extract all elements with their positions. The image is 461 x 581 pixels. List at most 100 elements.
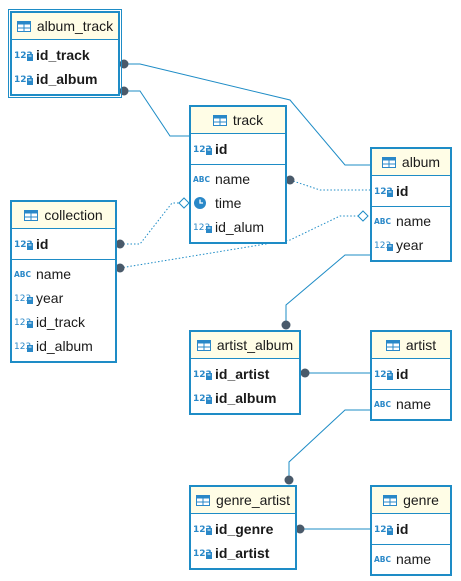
connector-end-dot: [300, 368, 310, 378]
number-type-icon: 123: [193, 367, 213, 381]
number-type-icon: 123: [193, 142, 213, 156]
svg-text:123: 123: [14, 342, 31, 352]
table-header[interactable]: collection: [12, 202, 115, 229]
column-row[interactable]: ABC name: [372, 209, 450, 233]
link-collection-track[interactable]: [115, 197, 190, 249]
link-genre_artist-artist[interactable]: [284, 409, 371, 485]
table-header[interactable]: album: [372, 149, 450, 176]
table-header[interactable]: track: [191, 107, 285, 134]
connector-line: [119, 215, 358, 269]
connector-diamond: [357, 210, 369, 222]
svg-text:ABC: ABC: [374, 400, 392, 409]
link-collection-album[interactable]: [115, 210, 369, 273]
number-type-icon: 123: [14, 237, 34, 251]
column-row[interactable]: ABC name: [372, 392, 450, 416]
column-name: id_album: [215, 390, 277, 406]
table-icon: [24, 209, 39, 221]
svg-text:123: 123: [374, 187, 393, 197]
table-header[interactable]: album_track: [12, 13, 118, 40]
svg-text:ABC: ABC: [193, 175, 211, 184]
connector-line: [289, 179, 370, 191]
table-header[interactable]: artist_album: [191, 332, 299, 359]
table-header[interactable]: artist: [372, 332, 450, 359]
table-icon: [385, 339, 400, 351]
connector-line: [120, 202, 184, 245]
connector-end-dot: [119, 59, 129, 69]
link-genre_artist-genre[interactable]: [295, 524, 371, 534]
number-type-icon: 123: [14, 291, 34, 305]
number-type-icon: 123: [374, 184, 394, 198]
svg-text:123: 123: [14, 75, 33, 85]
table-title: genre_artist: [216, 492, 290, 508]
connector-end-dot: [119, 86, 129, 96]
svg-text:123: 123: [14, 240, 33, 250]
table-icon: [212, 114, 227, 126]
column-name: id: [215, 141, 228, 157]
column-name: id_artist: [215, 545, 270, 561]
number-type-icon: 123: [14, 339, 34, 353]
column-name: id_artist: [215, 366, 270, 382]
table-title: album_track: [36, 18, 114, 34]
svg-text:ABC: ABC: [374, 217, 392, 226]
table-header[interactable]: genre_artist: [191, 487, 295, 514]
column-name: id_genre: [215, 521, 274, 537]
link-artist_album-artist[interactable]: [300, 368, 371, 378]
number-type-icon: 123: [193, 220, 213, 234]
number-type-icon: 123: [374, 238, 394, 252]
column-name: id_album: [36, 71, 98, 87]
column-name: name: [396, 213, 432, 229]
connector-end-dot: [285, 175, 295, 185]
svg-text:123: 123: [193, 394, 212, 404]
link-artist_album-album[interactable]: [281, 254, 371, 330]
table-title: artist_album: [216, 337, 294, 353]
column-name: name: [36, 266, 72, 282]
number-type-icon: 123: [193, 546, 213, 560]
column-name: id: [396, 521, 409, 537]
link-track-album[interactable]: [285, 175, 371, 191]
connector-line: [124, 90, 189, 137]
text-type-icon: ABC: [374, 214, 394, 228]
table-title: album: [401, 154, 441, 170]
column-row[interactable]: time: [191, 191, 285, 215]
table-icon: [381, 156, 396, 168]
connector-diamond: [178, 197, 190, 209]
column-name: name: [396, 396, 432, 412]
table-header[interactable]: genre: [372, 487, 450, 514]
link-album_track-track[interactable]: [119, 86, 190, 137]
column-name: year: [396, 237, 424, 253]
link-album_track-album[interactable]: [119, 59, 371, 166]
